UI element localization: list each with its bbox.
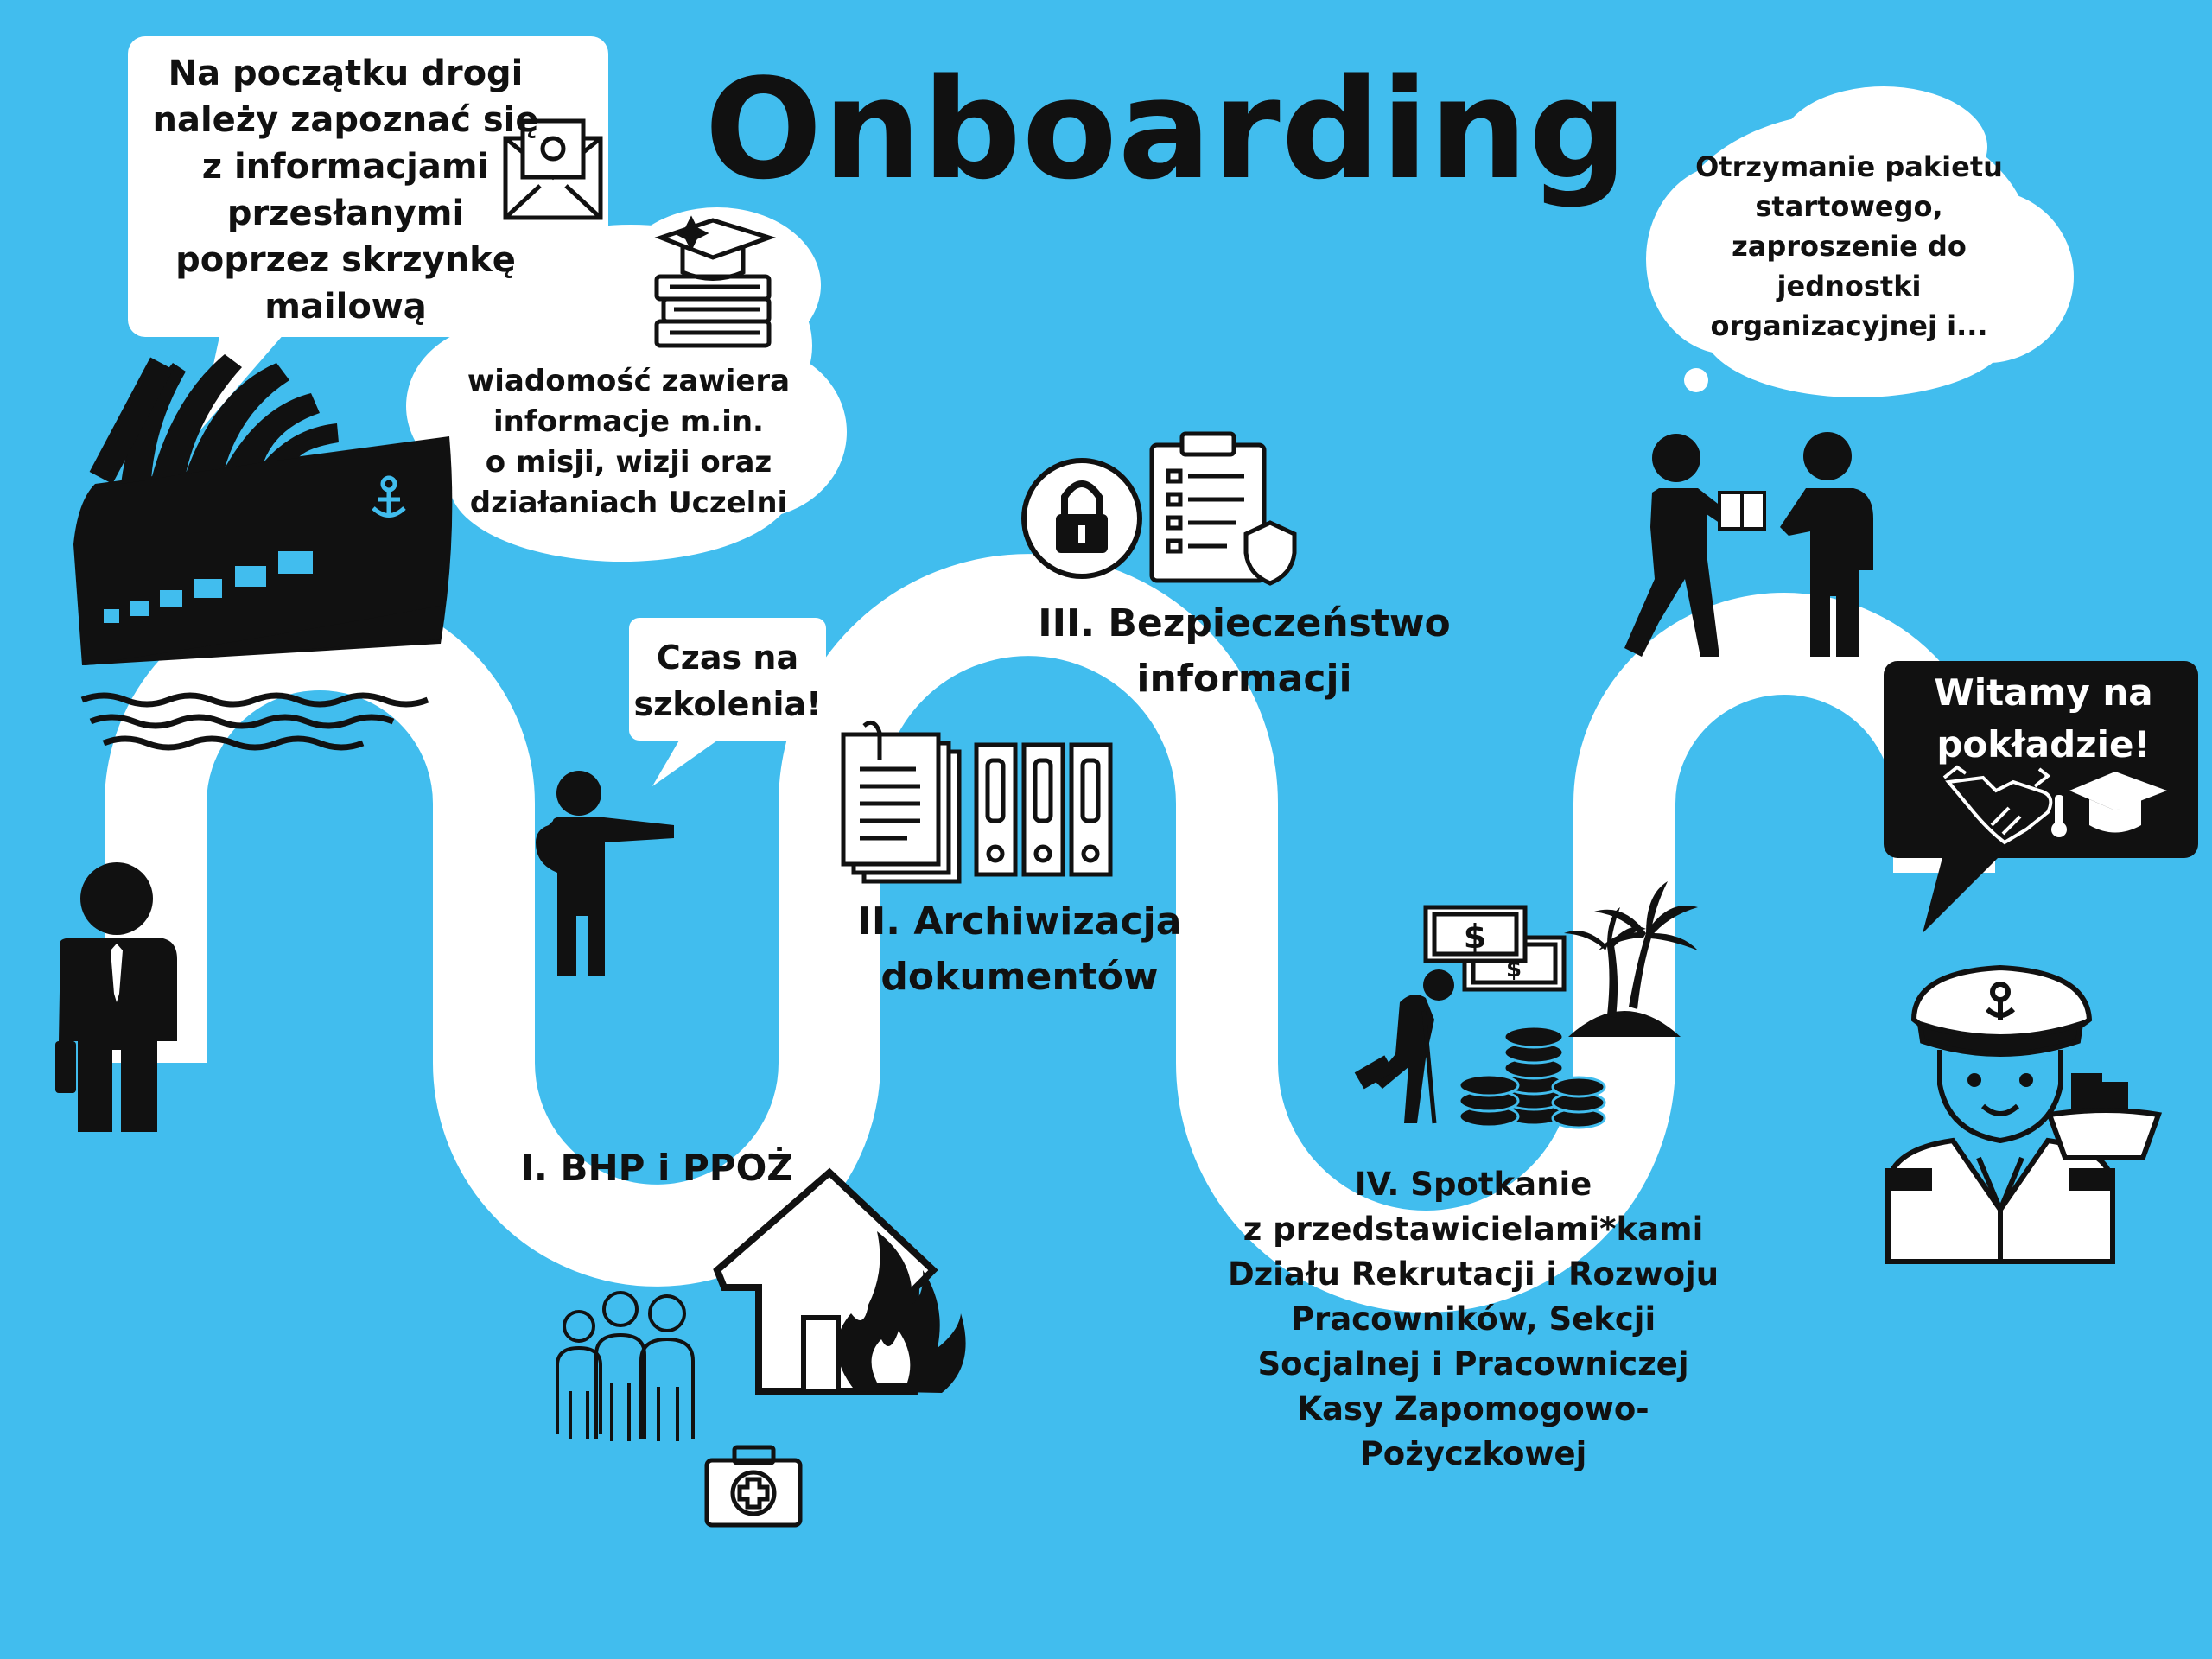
welcome-bubble-text: Witamy na pokładzie!	[1934, 671, 2153, 766]
handshake-icon	[1942, 765, 2053, 845]
businessman-icon	[55, 862, 177, 1132]
first-aid-kit-icon	[704, 1445, 803, 1528]
house-fire-icon	[713, 1167, 966, 1395]
documents-icon	[841, 720, 962, 884]
starter-cloud	[1646, 86, 2074, 397]
svg-text:$: $	[1506, 957, 1522, 982]
step-1-label: I. BHP i PPOŻ	[520, 1147, 793, 1189]
email-envelope-icon	[503, 118, 603, 220]
captain-icon	[1885, 964, 2163, 1264]
mission-cloud-text: wiadomość zawiera informacje m.in. o mis…	[467, 364, 791, 520]
email-bubble-text: Na początku drogi należy zapoznać się z …	[152, 54, 539, 327]
training-bubble-text: Czas na szkolenia!	[633, 639, 822, 723]
starter-cloud-text: Otrzymanie pakietu startowego, zaproszen…	[1695, 150, 2003, 342]
coins-icon	[1458, 1025, 1606, 1129]
lock-icon	[1021, 458, 1142, 579]
graduation-cap-icon	[2069, 772, 2167, 833]
clipboard-shield-icon	[1149, 431, 1297, 586]
palm-island-icon	[1564, 881, 1698, 1037]
ship-icon	[73, 354, 453, 751]
svg-text:$: $	[1464, 918, 1486, 956]
step-3-label: III. Bezpieczeństwo informacji	[1038, 601, 1451, 701]
step-4-label: IV. Spotkanie z przedstawicielami*kami D…	[1227, 1166, 1719, 1472]
step-2-label: II. Archiwizacja dokumentów	[857, 899, 1182, 999]
injured-person-icon	[1354, 969, 1454, 1124]
graduation-books-icon	[654, 215, 776, 348]
people-group-icon	[556, 1291, 695, 1441]
binders-icon	[974, 742, 1113, 877]
anchor-icon	[372, 475, 406, 518]
money-bills-icon: $ $	[1423, 905, 1567, 992]
gift-exchange-icon	[1624, 432, 1873, 657]
presenter-icon	[536, 771, 674, 976]
email-speech-bubble	[128, 36, 608, 432]
ship-windows	[104, 551, 313, 623]
page-title: Onboarding	[704, 48, 1629, 210]
onboarding-road	[105, 554, 1995, 1313]
thermometer-icon	[2051, 795, 2067, 837]
training-speech-bubble	[629, 618, 826, 786]
